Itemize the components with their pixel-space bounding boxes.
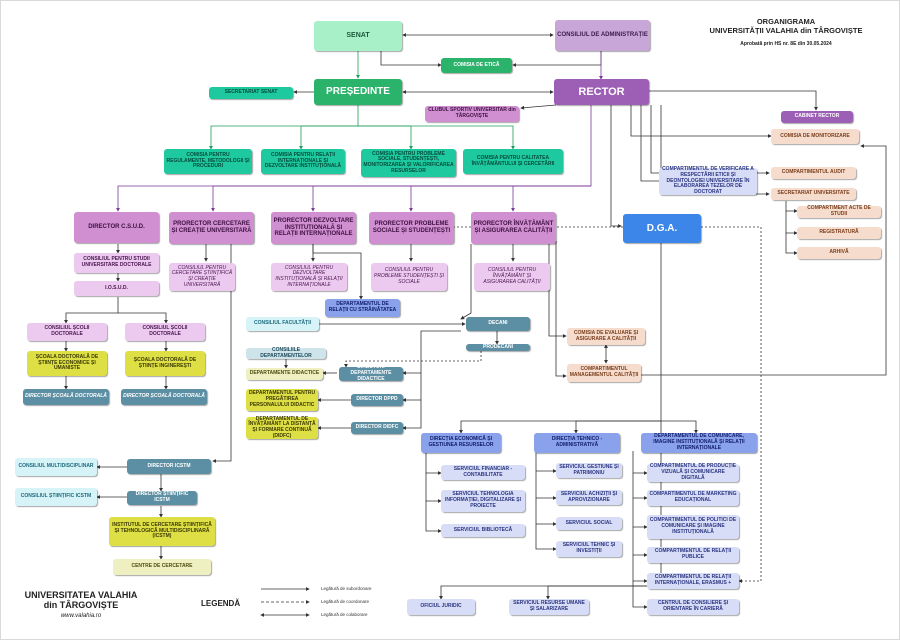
departament-comunicare[interactable]: DEPARTAMENTUL DE COMUNICARE, IMAGINE INS… — [641, 433, 757, 453]
comisia-etica-box[interactable]: COMISIA DE ETICĂ — [441, 58, 512, 73]
compartiment-politici-comunicare[interactable]: COMPARTIMENTUL DE POLITICI DE COMUNICARE… — [647, 515, 739, 539]
clubul-sportiv-box[interactable]: CLUBUL SPORTIV UNIVERSITAR din TÂRGOVIȘT… — [425, 106, 519, 122]
presedinte-box[interactable]: PREȘEDINTE — [314, 79, 402, 105]
director-csud-box[interactable]: DIRECTOR C.S.U.D. — [74, 212, 159, 243]
centrul-consiliere-cariera[interactable]: CENTRUL DE CONSILIERE ȘI ORIENTARE ÎN CA… — [647, 599, 739, 615]
legend-title: LEGENDĂ — [201, 599, 241, 608]
consiliul-invatamant[interactable]: CONSILIUL PENTRU ÎNVĂȚĂMÂNT ȘI ASIGURARE… — [474, 263, 550, 291]
commission-regulamente[interactable]: COMISIA PENTRU REGULAMENTE, METODOLOGII … — [164, 149, 252, 174]
serviciul-tehnic-investitii[interactable]: SERVICIUL TEHNIC ȘI INVESTIȚII — [556, 541, 622, 557]
serviciul-resurse-umane[interactable]: SERVICIUL RESURSE UMANE ȘI SALARIZARE — [509, 599, 589, 615]
compartiment-verificare-etica[interactable]: COMPARTIMENTUL DE VERIFICARE A RESPECTĂR… — [659, 166, 757, 195]
compartiment-relatii-internationale[interactable]: COMPARTIMENTUL DE RELAȚII INTERNAȚIONALE… — [647, 573, 739, 589]
consiliul-facultatii[interactable]: CONSILIUL FACULTĂȚII — [246, 317, 319, 331]
serviciul-achizitii[interactable]: SERVICIUL ACHIZIȚII ȘI APROVIZIONARE — [556, 490, 622, 505]
compartiment-relatii-publice[interactable]: COMPARTIMENTUL DE RELAȚII PUBLICE — [647, 547, 739, 563]
compartiment-audit[interactable]: COMPARTIMENTUL AUDIT — [771, 167, 856, 179]
consiliul-scoala-doctorala-right[interactable]: CONSILIUL ȘCOLII DOCTORALE — [125, 323, 205, 341]
director-dppd[interactable]: DIRECTOR DPPD — [351, 394, 403, 406]
departamente-didactice[interactable]: DEPARTAMENTE DIDACTICE — [246, 368, 323, 380]
compartiment-management-calitate[interactable]: COMPARTIMENTUL MANAGEMENTUL CALITĂȚII — [567, 364, 641, 382]
director-icstm[interactable]: DIRECTOR ICSTM — [127, 459, 211, 474]
serviciul-gestiune-patrimoniu[interactable]: SERVICIUL GESTIUNE ȘI PATRIMONIU — [556, 463, 622, 478]
directori-departamente[interactable]: DIRECTORI DEPARTAMENTE DIDACTICE — [339, 365, 403, 382]
rector-box[interactable]: RECTOR — [554, 79, 649, 105]
cabinet-rector[interactable]: CABINET RECTOR — [781, 111, 853, 123]
commission-calitate[interactable]: COMISIA PENTRU CALITATEA ÎNVĂȚĂMÂNTULUI … — [463, 149, 563, 174]
decani-box[interactable]: DECANI — [466, 317, 530, 331]
departament-relatii-strainatate[interactable]: DEPARTAMENTUL DE RELAȚII CU STRĂINĂTATEA — [325, 299, 400, 317]
consiliul-multidisciplinar[interactable]: CONSILIUL MULTIDISCIPLINAR — [15, 458, 97, 476]
centre-cercetare[interactable]: CENTRE DE CERCETARE — [113, 559, 211, 575]
consiliul-studii-doctorale[interactable]: CONSILIUL PENTRU STUDII UNIVERSITARE DOC… — [74, 253, 159, 273]
secretariat-senat-box[interactable]: SECRETARIAT SENAT — [209, 87, 293, 99]
prorector-sociale-box[interactable]: PRORECTOR PROBLEME SOCIALE ȘI STUDENȚEȘT… — [369, 212, 454, 244]
consiliile-departamentelor[interactable]: CONSILIILE DEPARTAMENTELOR — [246, 347, 326, 359]
prorector-invatamant-box[interactable]: PRORECTOR ÎNVĂȚĂMÂNT ȘI ASIGURAREA CALIT… — [471, 212, 556, 244]
consiliul-sociale[interactable]: CONSILIUL PENTRU PROBLEME STUDENȚEȘTI ȘI… — [371, 263, 447, 291]
serviciul-tehnologia-informatiei[interactable]: SERVICIUL TEHNOLOGIA INFORMAȚIEI, DIGITA… — [441, 490, 525, 512]
consiliul-stiintific-icstm[interactable]: CONSILIUL ȘTIINȚIFIC ICSTM — [15, 488, 97, 506]
serviciul-social[interactable]: SERVICIUL SOCIAL — [556, 517, 622, 530]
org-title-line1: ORGANIGRAMA — [756, 17, 816, 26]
serviciul-biblioteca[interactable]: SERVICIUL BIBLIOTECĂ — [441, 524, 525, 537]
consiliul-cercetare[interactable]: CONSILIUL PENTRU CERCETARE ȘTIINȚIFICĂ Ș… — [169, 263, 235, 291]
footer-website[interactable]: www.valahia.ro — [60, 613, 102, 619]
consiliul-scoala-doctorala-left[interactable]: CONSILIUL ȘCOLII DOCTORALE — [27, 323, 107, 341]
senat-box[interactable]: SENAT — [314, 21, 402, 51]
consiliul-dezvoltare[interactable]: CONSILIUL PENTRU DEZVOLTARE INSTITUȚIONA… — [271, 263, 347, 291]
iosud-box[interactable]: I.O.S.U.D. — [74, 281, 159, 296]
oficiul-juridic[interactable]: OFICIUL JURIDIC — [407, 599, 475, 615]
consiliu-administratie-box[interactable]: CONSILIUL DE ADMINISTRAȚIE — [555, 20, 650, 51]
footer-university-line1: UNIVERSITATEA VALAHIA — [24, 590, 138, 600]
director-scoala-doctorala-left[interactable]: DIRECTOR ȘCOALĂ DOCTORALĂ — [23, 389, 109, 405]
commission-relatii-internationale[interactable]: COMISIA PENTRU RELAȚII INTERNAȚIONALE ȘI… — [261, 149, 345, 174]
departament-dppd[interactable]: DEPARTAMENTUL PENTRU PREGĂTIREA PERSONAL… — [246, 389, 318, 411]
prodecani-box[interactable]: PRODECANI — [466, 344, 530, 351]
org-title: ORGANIGRAMA UNIVERSITĂȚII VALAHIA din TÂ… — [681, 17, 891, 47]
dga-box[interactable]: D.G.A. — [623, 214, 701, 243]
directia-economica[interactable]: DIRECȚIA ECONOMICĂ ȘI GESTIUNEA RESURSEL… — [421, 433, 501, 453]
directia-tehnico-administrativa[interactable]: DIRECȚIA TEHNICO - ADMINISTRATIVĂ — [534, 433, 620, 453]
secretariat-universitate[interactable]: SECRETARIAT UNIVERSITATE — [771, 188, 856, 200]
footer-university-line2: din TÂRGOVIȘTE — [43, 600, 119, 610]
compartiment-acte-studii[interactable]: COMPARTIMENT ACTE DE STUDII — [797, 205, 881, 218]
arhiva[interactable]: ARHIVĂ — [797, 247, 881, 259]
prorector-cercetare-box[interactable]: PROREСTOR CERCETARE ȘI CREAȚIE UNIVERSIT… — [169, 212, 254, 244]
commission-probleme-sociale[interactable]: COMISIA PENTRU PROBLEME SOCIALE, STUDENȚ… — [361, 149, 456, 177]
scoala-doctorala-economice[interactable]: ȘCOALA DOCTORALĂ DE ȘTIINȚE ECONOMICE ȘI… — [27, 351, 107, 376]
legend-collaboration: Legătură de colaborare — [321, 612, 368, 617]
prorector-dezvoltare-box[interactable]: PRORECTOR DEZVOLTARE INSTITUȚIONALĂ ȘI R… — [271, 212, 356, 244]
serviciul-financiar[interactable]: SERVICIUL FINANCIAR - CONTABILITATE — [441, 465, 525, 480]
institutul-icstm[interactable]: INSTITUTUL DE CERCETARE ȘTIINȚIFICĂ ȘI T… — [109, 517, 215, 546]
comisia-monitorizare[interactable]: COMISIA DE MONITORIZARE — [771, 129, 859, 144]
scoala-doctorala-ingineresti[interactable]: ȘCOALA DOCTORALĂ DE ȘTIINȚE INGINEREȘTI — [125, 351, 205, 376]
compartiment-productie-vizuala[interactable]: COMPARTIMENTUL DE PRODUCȚIE VIZUALĂ ȘI C… — [647, 464, 739, 482]
director-didfc[interactable]: DIRECTOR DIDFC — [351, 422, 403, 434]
legend-subordination: Legătură de subordonare — [321, 586, 372, 591]
footer-university: UNIVERSITATEA VALAHIA din TÂRGOVIȘTE www… — [11, 590, 151, 619]
director-scoala-doctorala-right[interactable]: DIRECTOR ȘCOALĂ DOCTORALĂ — [121, 389, 207, 405]
org-title-line2: UNIVERSITĂȚII VALAHIA din TÂRGOVIȘTE — [709, 26, 863, 35]
approval-note: Aprobată prin HS nr. 8E din 30.05.2024 — [740, 41, 832, 47]
departament-didfc[interactable]: DEPARTAMENTUL DE ÎNVĂȚĂMÂNT LA DISTANȚĂ … — [246, 416, 318, 439]
director-stiintific-icstm[interactable]: DIRECTOR ȘTIINȚIFIC ICSTM — [127, 491, 197, 505]
compartiment-marketing[interactable]: COMPARTIMENTUL DE MARKETING EDUCAȚIONAL — [647, 490, 739, 506]
legend-coordination: Legătură de coordonare — [321, 599, 370, 604]
registratura[interactable]: REGISTRATURĂ — [797, 227, 881, 239]
comisia-evaluare-calitate[interactable]: COMISIA DE EVALUARE ȘI ASIGURARE A CALIT… — [567, 328, 645, 345]
